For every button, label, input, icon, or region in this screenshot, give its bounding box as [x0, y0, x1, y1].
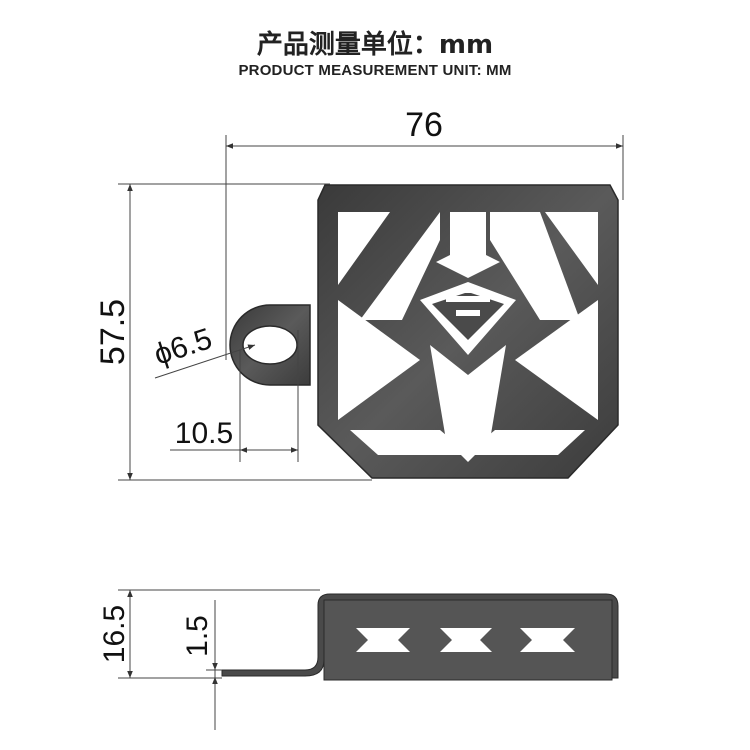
dimension-lines-front: [118, 135, 624, 481]
dim-width-label: 76: [405, 106, 443, 144]
dim-depth-label: 16.5: [98, 605, 131, 663]
dim-thickness-label: 1.5: [181, 615, 214, 657]
side-view-plate: [221, 593, 619, 681]
dim-height-label: 57.5: [94, 299, 132, 365]
front-view-plate: [229, 184, 619, 479]
brand-logo: [420, 282, 516, 355]
mounting-hole: [242, 325, 298, 365]
dimension-lines-side: [118, 589, 320, 730]
title-chinese: 产品测量单位：mm: [256, 30, 494, 60]
title-english: PRODUCT MEASUREMENT UNIT: MM: [238, 62, 512, 79]
dim-tab-offset-label: 10.5: [175, 417, 233, 450]
dim-hole-label: ϕ6.5: [150, 322, 216, 371]
plate-cutouts: [338, 212, 598, 462]
side-slots: [356, 628, 575, 652]
